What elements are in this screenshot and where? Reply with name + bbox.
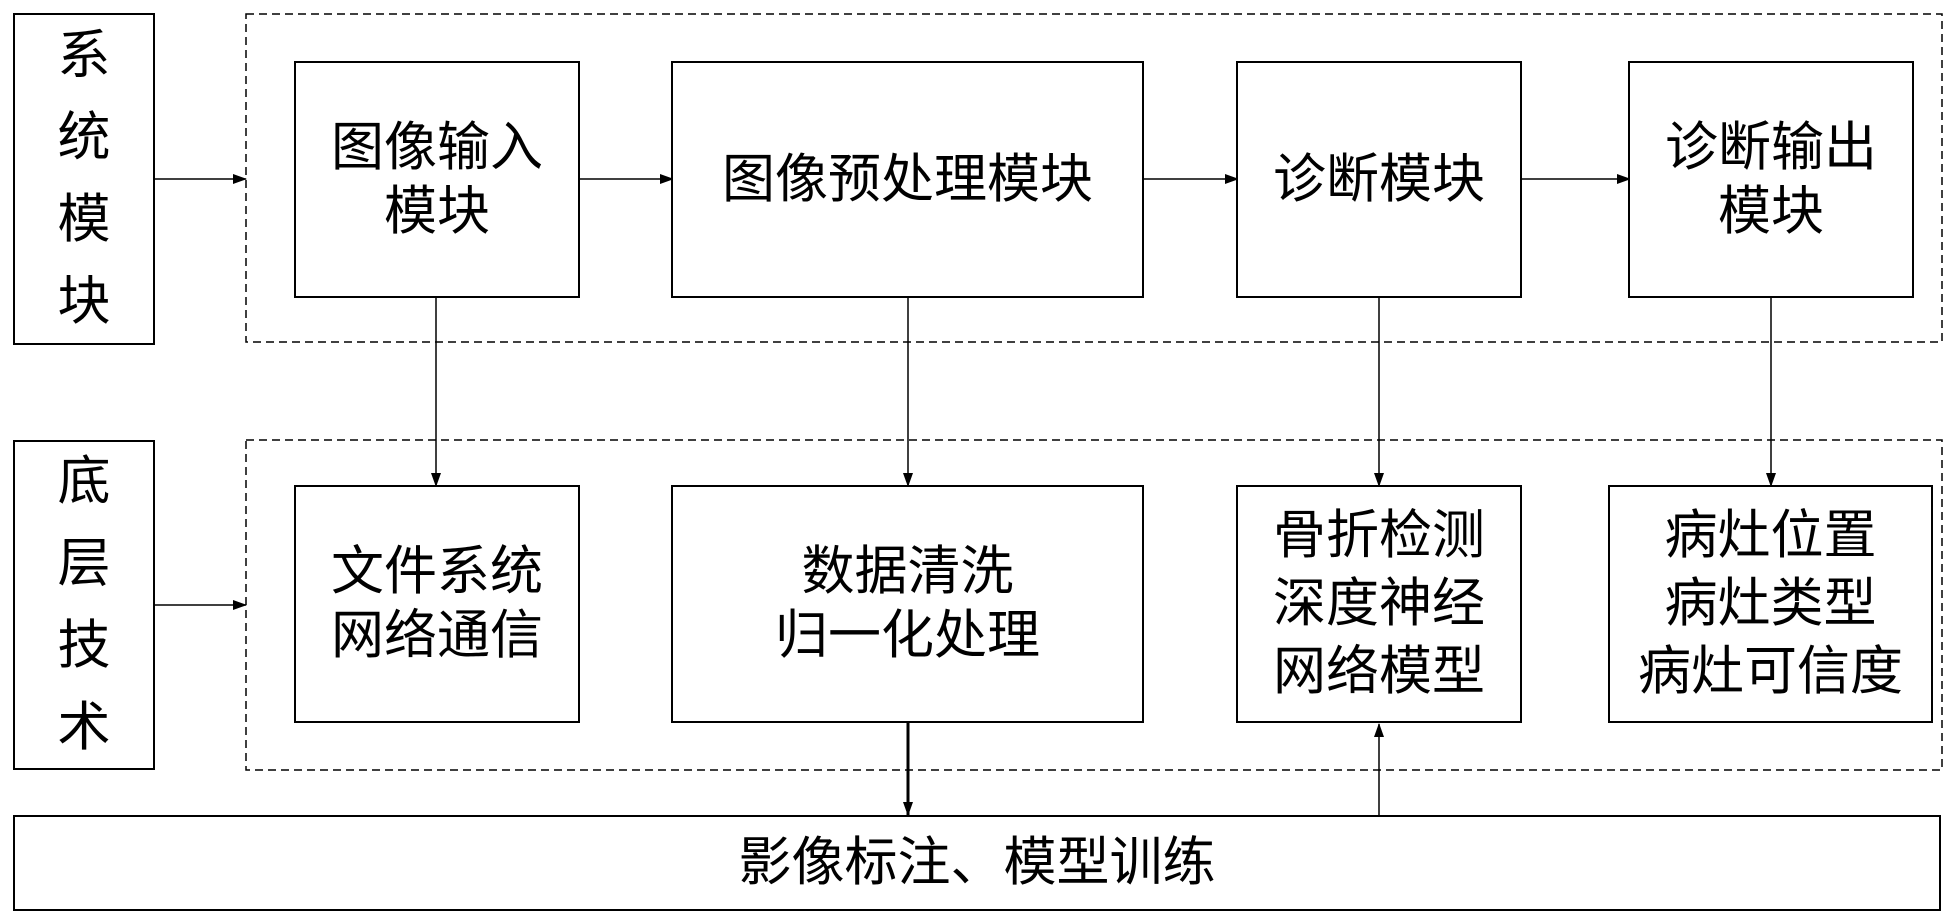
diagnosis-module: 诊断模块 — [1236, 61, 1522, 298]
diagnosis-output-module: 诊断输出 模块 — [1628, 61, 1914, 298]
image-preprocess-module: 图像预处理模块 — [671, 61, 1144, 298]
lesion-output-box: 病灶位置 病灶类型 病灶可信度 — [1608, 485, 1933, 723]
system-modules-group — [245, 13, 1943, 343]
side-label-base: 底 层 技 术 — [13, 440, 155, 770]
fracture-model-box: 骨折检测 深度神经 网络模型 — [1236, 485, 1522, 723]
side-label-system: 系 统 模 块 — [13, 13, 155, 345]
data-cleaning-box: 数据清洗 归一化处理 — [671, 485, 1144, 723]
image-input-module: 图像输入 模块 — [294, 61, 580, 298]
file-network-box: 文件系统 网络通信 — [294, 485, 580, 723]
annotation-training-bar: 影像标注、模型训练 — [13, 815, 1941, 911]
